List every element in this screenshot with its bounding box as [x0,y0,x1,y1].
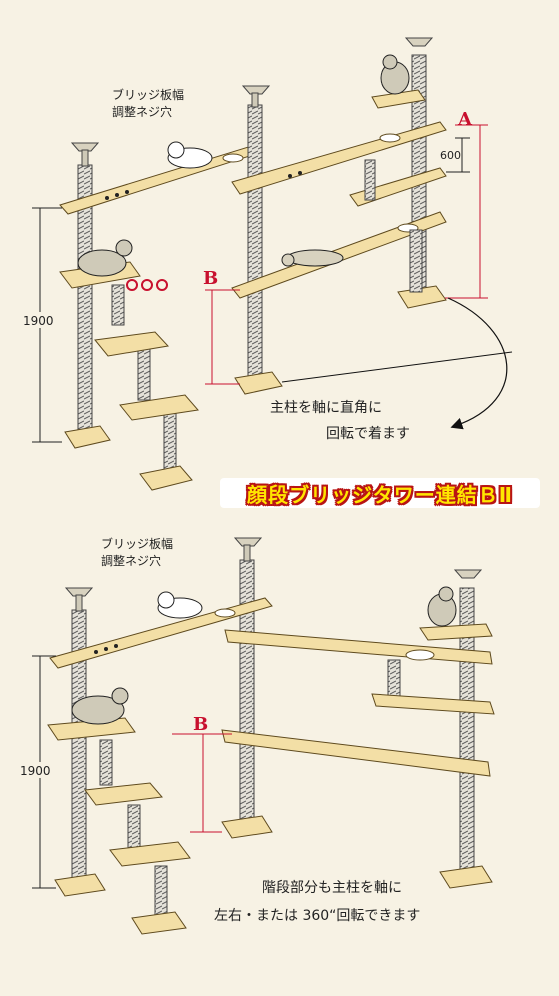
cat-icon [167,141,213,169]
screw-hole-icon [156,279,168,291]
pole-cap-icon [64,587,94,597]
stairs-note: 左右・または 360“回転できます [214,908,420,924]
base-block [139,465,193,491]
title-banner: 顔段ブリッジタワー連結ＢⅡ [220,478,540,508]
mid-shelf [371,693,495,715]
stair-pole [163,409,177,476]
adjust-label: ブリッジ板幅 [101,536,173,551]
cat-icon [380,54,410,95]
dimension-b [172,733,232,833]
base-block [221,815,273,839]
pole-cap-icon [233,537,263,547]
top-diagram [22,37,513,491]
stair-pole [137,344,151,401]
pole-cap-icon [453,569,483,579]
screw-hole-icon [115,193,119,197]
rotate-note: 回転で着ます [326,426,410,442]
step-shelf [109,841,191,867]
screw-hole-icon [105,196,109,200]
base-block [234,371,283,395]
height-label: 1900 [23,314,54,328]
cat-icon [77,239,133,277]
pole-cap-icon [70,142,100,152]
height-dimension [20,655,56,889]
step-shelf [84,782,163,806]
adjust-label: 調整ネジ穴 [112,104,172,119]
adjust-label: 調整ネジ穴 [101,553,161,568]
cat-icon [281,249,344,267]
rotation-arrow-icon [447,297,508,430]
height-label: 1900 [20,764,51,778]
screw-hole-icon [126,279,138,291]
screw-hole-icon [125,190,129,194]
step-shelf [94,331,169,357]
height-dimension [22,207,62,443]
base-block [64,425,111,449]
title-text: 顔段ブリッジタワー連結ＢⅡ [247,482,513,507]
top-shelf [419,623,493,641]
base-block [131,911,187,935]
base-block [54,873,106,897]
mid-shelf [349,167,447,207]
screw-hole-icon [141,279,153,291]
top-shelf [371,89,426,109]
dimension-a [445,124,488,299]
step-shelf [119,394,199,421]
marker-b: B [203,268,218,289]
pole-cap-icon [241,85,271,95]
stair-pole [111,284,125,326]
dimension-b [205,289,240,385]
cat-icon [157,591,203,619]
top-left-tower [59,142,263,491]
pole-cap-icon [404,37,434,47]
top-right-tower [231,37,447,395]
cat-icon [71,687,129,725]
bottom-right-tower [221,569,495,889]
stairs-note: 階段部分も主柱を軸に [262,880,402,896]
adjust-label: ブリッジ板幅 [112,87,184,102]
cat-icon [427,586,457,627]
bottom-diagram [20,537,495,935]
bottom-left-tower [47,537,273,935]
marker-a: A [457,109,473,130]
main-pole [239,559,255,826]
dim-600: 600 [440,149,461,162]
base-block [439,865,493,889]
main-pole [247,104,263,381]
marker-b: B [193,714,208,735]
rotate-note: 主柱を軸に直角に [270,399,382,416]
bridge-board [221,729,491,777]
